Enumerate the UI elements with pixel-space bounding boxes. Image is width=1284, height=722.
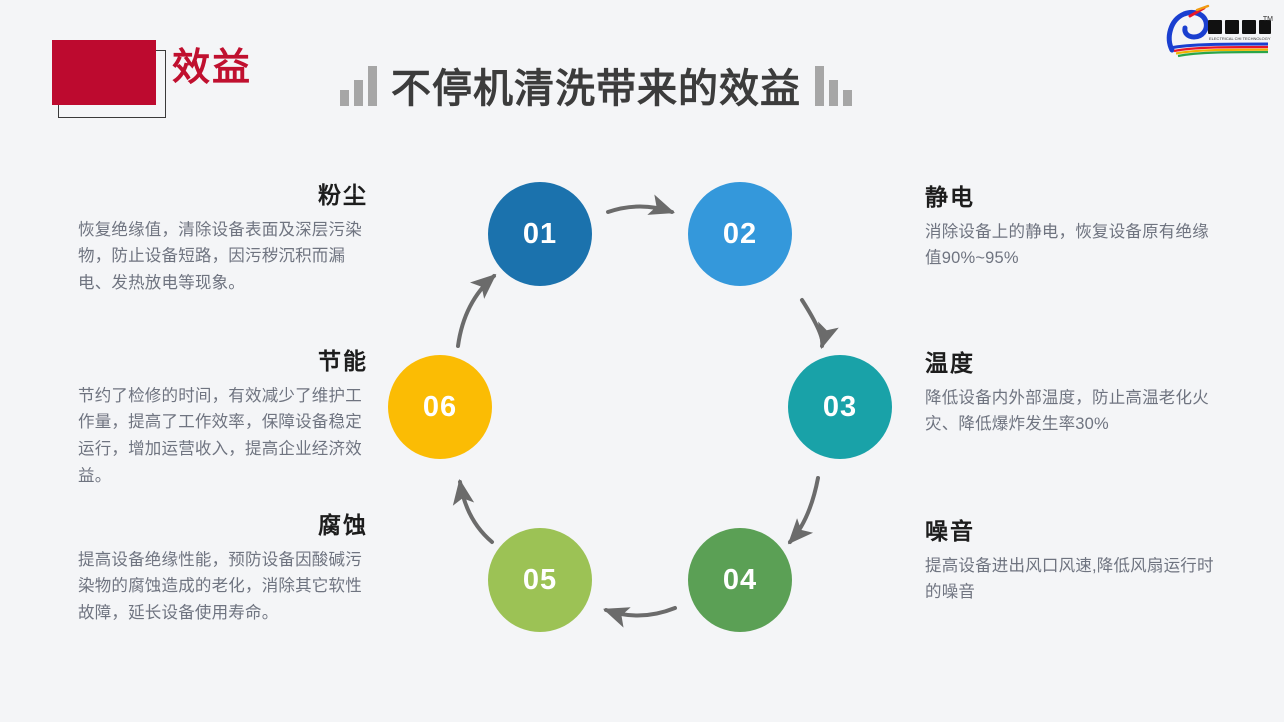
trademark-icon: TM [1262,16,1273,23]
cycle-node-01-number: 01 [522,217,558,250]
cycle-node-03[interactable]: 03 [788,355,892,459]
benefit-block-energy: 节能 节约了检修的时间，有效减少了维护工作量，提高了工作效率，保障设备稳定运行，… [78,348,368,489]
cycle-node-06-number: 06 [422,390,458,423]
cycle-node-05[interactable]: 05 [488,528,592,632]
page-title: 不停机清洗带来的效益 [391,67,801,111]
arrow-02-to-03 [800,298,839,350]
cycle-node-02-number: 02 [722,217,758,250]
benefit-block-static: 静电 消除设备上的静电，恢复设备原有绝缘值90%~95% [925,184,1215,272]
arrow-05-to-06 [452,478,494,544]
benefit-body-noise: 提高设备进出风口风速,降低风扇运行时的噪音 [925,556,1214,602]
arrow-03-to-04 [787,476,820,545]
benefit-heading-energy: 节能 [318,348,368,374]
benefit-heading-static: 静电 [925,184,975,210]
arrow-01-to-02 [606,194,676,215]
cycle-diagram: 01 02 03 04 05 06 [370,160,920,670]
page-header: 效益 不停机清洗带来的效益 ELECTRICAL CHI TEC [0,0,1284,150]
section-badge-decoration [52,40,172,120]
badge-filled-rect [52,40,156,105]
bar-chart-descending-icon [815,62,852,109]
benefit-block-dust: 粉尘 恢复绝缘值，清除设备表面及深层污染物，防止设备短路，因污秽沉积而漏电、发热… [78,182,368,297]
cycle-node-06[interactable]: 06 [388,355,492,459]
title-group: 不停机清洗带来的效益 [340,62,852,109]
benefit-heading-dust: 粉尘 [318,182,368,208]
logo-brand-en: ELECTRICAL CHI TECHNOLOGY [1209,36,1271,41]
company-logo: ELECTRICAL CHI TECHNOLOGY TM [1164,4,1276,60]
benefit-block-temperature: 温度 降低设备内外部温度，防止高温老化火灾、降低爆炸发生率30% [925,350,1215,438]
benefit-body-energy: 节约了检修的时间，有效减少了维护工作量，提高了工作效率，保障设备稳定运行，增加运… [78,386,362,485]
benefit-body-dust: 恢复绝缘值，清除设备表面及深层污染物，防止设备短路，因污秽沉积而漏电、发热放电等… [78,220,362,293]
benefit-body-corrosion: 提高设备绝缘性能，预防设备因酸碱污染物的腐蚀造成的老化，消除其它软性故障，延长设… [78,550,362,623]
logo-graphic: ELECTRICAL CHI TECHNOLOGY [1166,4,1271,58]
benefit-body-temperature: 降低设备内外部温度，防止高温老化火灾、降低爆炸发生率30% [925,388,1209,434]
cycle-node-04[interactable]: 04 [688,528,792,632]
cycle-node-04-number: 04 [722,563,758,596]
section-label: 效益 [172,47,253,89]
benefit-body-static: 消除设备上的静电，恢复设备原有绝缘值90%~95% [925,222,1209,268]
benefit-heading-noise: 噪音 [925,518,975,544]
benefit-heading-temperature: 温度 [925,350,975,376]
benefit-block-noise: 噪音 提高设备进出风口风速,降低风扇运行时的噪音 [925,518,1215,606]
cycle-node-03-number: 03 [822,390,858,423]
cycle-node-01[interactable]: 01 [488,182,592,286]
benefit-heading-corrosion: 腐蚀 [318,512,368,538]
cycle-node-05-number: 05 [522,563,558,596]
benefit-block-corrosion: 腐蚀 提高设备绝缘性能，预防设备因酸碱污染物的腐蚀造成的老化，消除其它软性故障，… [78,512,368,627]
arrow-04-to-05 [602,606,677,628]
cycle-arrows [452,194,839,628]
cycle-node-02[interactable]: 02 [688,182,792,286]
arrow-06-to-01 [456,273,497,348]
bar-chart-ascending-icon [340,62,377,109]
